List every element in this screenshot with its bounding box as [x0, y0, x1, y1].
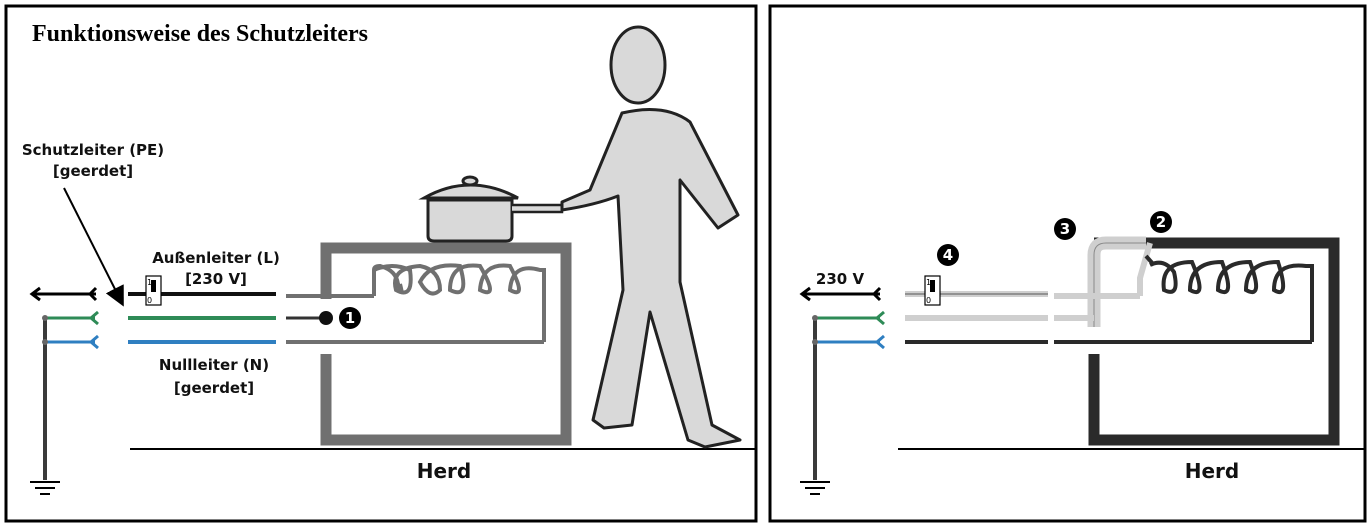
herd-label-right: Herd [1185, 459, 1239, 483]
right-panel-frame [768, 4, 1367, 523]
svg-text:1: 1 [147, 278, 152, 287]
switch-right: 1 0 [924, 275, 941, 306]
svg-text:1: 1 [345, 309, 355, 327]
ground-rod-left [29, 286, 99, 495]
pe-label-sub: [geerdet] [53, 162, 133, 180]
svg-text:4: 4 [943, 246, 953, 264]
svg-text:2: 2 [1156, 213, 1166, 231]
pe-pointer-arrow [63, 187, 124, 307]
n-label-sub: [geerdet] [174, 379, 254, 397]
wires-right [905, 254, 1314, 344]
pot-icon [418, 175, 564, 243]
person-icon [560, 25, 742, 449]
marker-3: 3 [1054, 218, 1076, 240]
marker-2: 2 [1150, 211, 1172, 233]
ground-rod-right [799, 286, 885, 495]
marker-4: 4 [937, 244, 959, 266]
svg-text:0: 0 [147, 296, 152, 305]
n-label: Nullleiter (N) [159, 356, 269, 374]
left-panel-frame [4, 4, 758, 523]
herd-label-left: Herd [417, 459, 471, 483]
switch-left: 1 0 [145, 275, 162, 306]
wires-left [128, 263, 546, 344]
stove-right [898, 236, 1366, 450]
svg-text:3: 3 [1060, 220, 1070, 238]
stove-left [130, 242, 757, 450]
marker-1: 1 [339, 307, 361, 329]
pe-label: Schutzleiter (PE) [22, 141, 164, 159]
l-label-sub: [230 V] [185, 270, 247, 288]
svg-text:1: 1 [926, 278, 931, 287]
svg-text:0: 0 [926, 296, 931, 305]
left-panel: Funktionsweise des Schutzleiters [4, 4, 758, 523]
voltage-label: 230 V [816, 270, 865, 288]
diagram-title: Funktionsweise des Schutzleiters [32, 21, 368, 47]
right-panel: 1 0 2 3 4 [768, 4, 1367, 523]
l-label: Außenleiter (L) [152, 249, 280, 267]
